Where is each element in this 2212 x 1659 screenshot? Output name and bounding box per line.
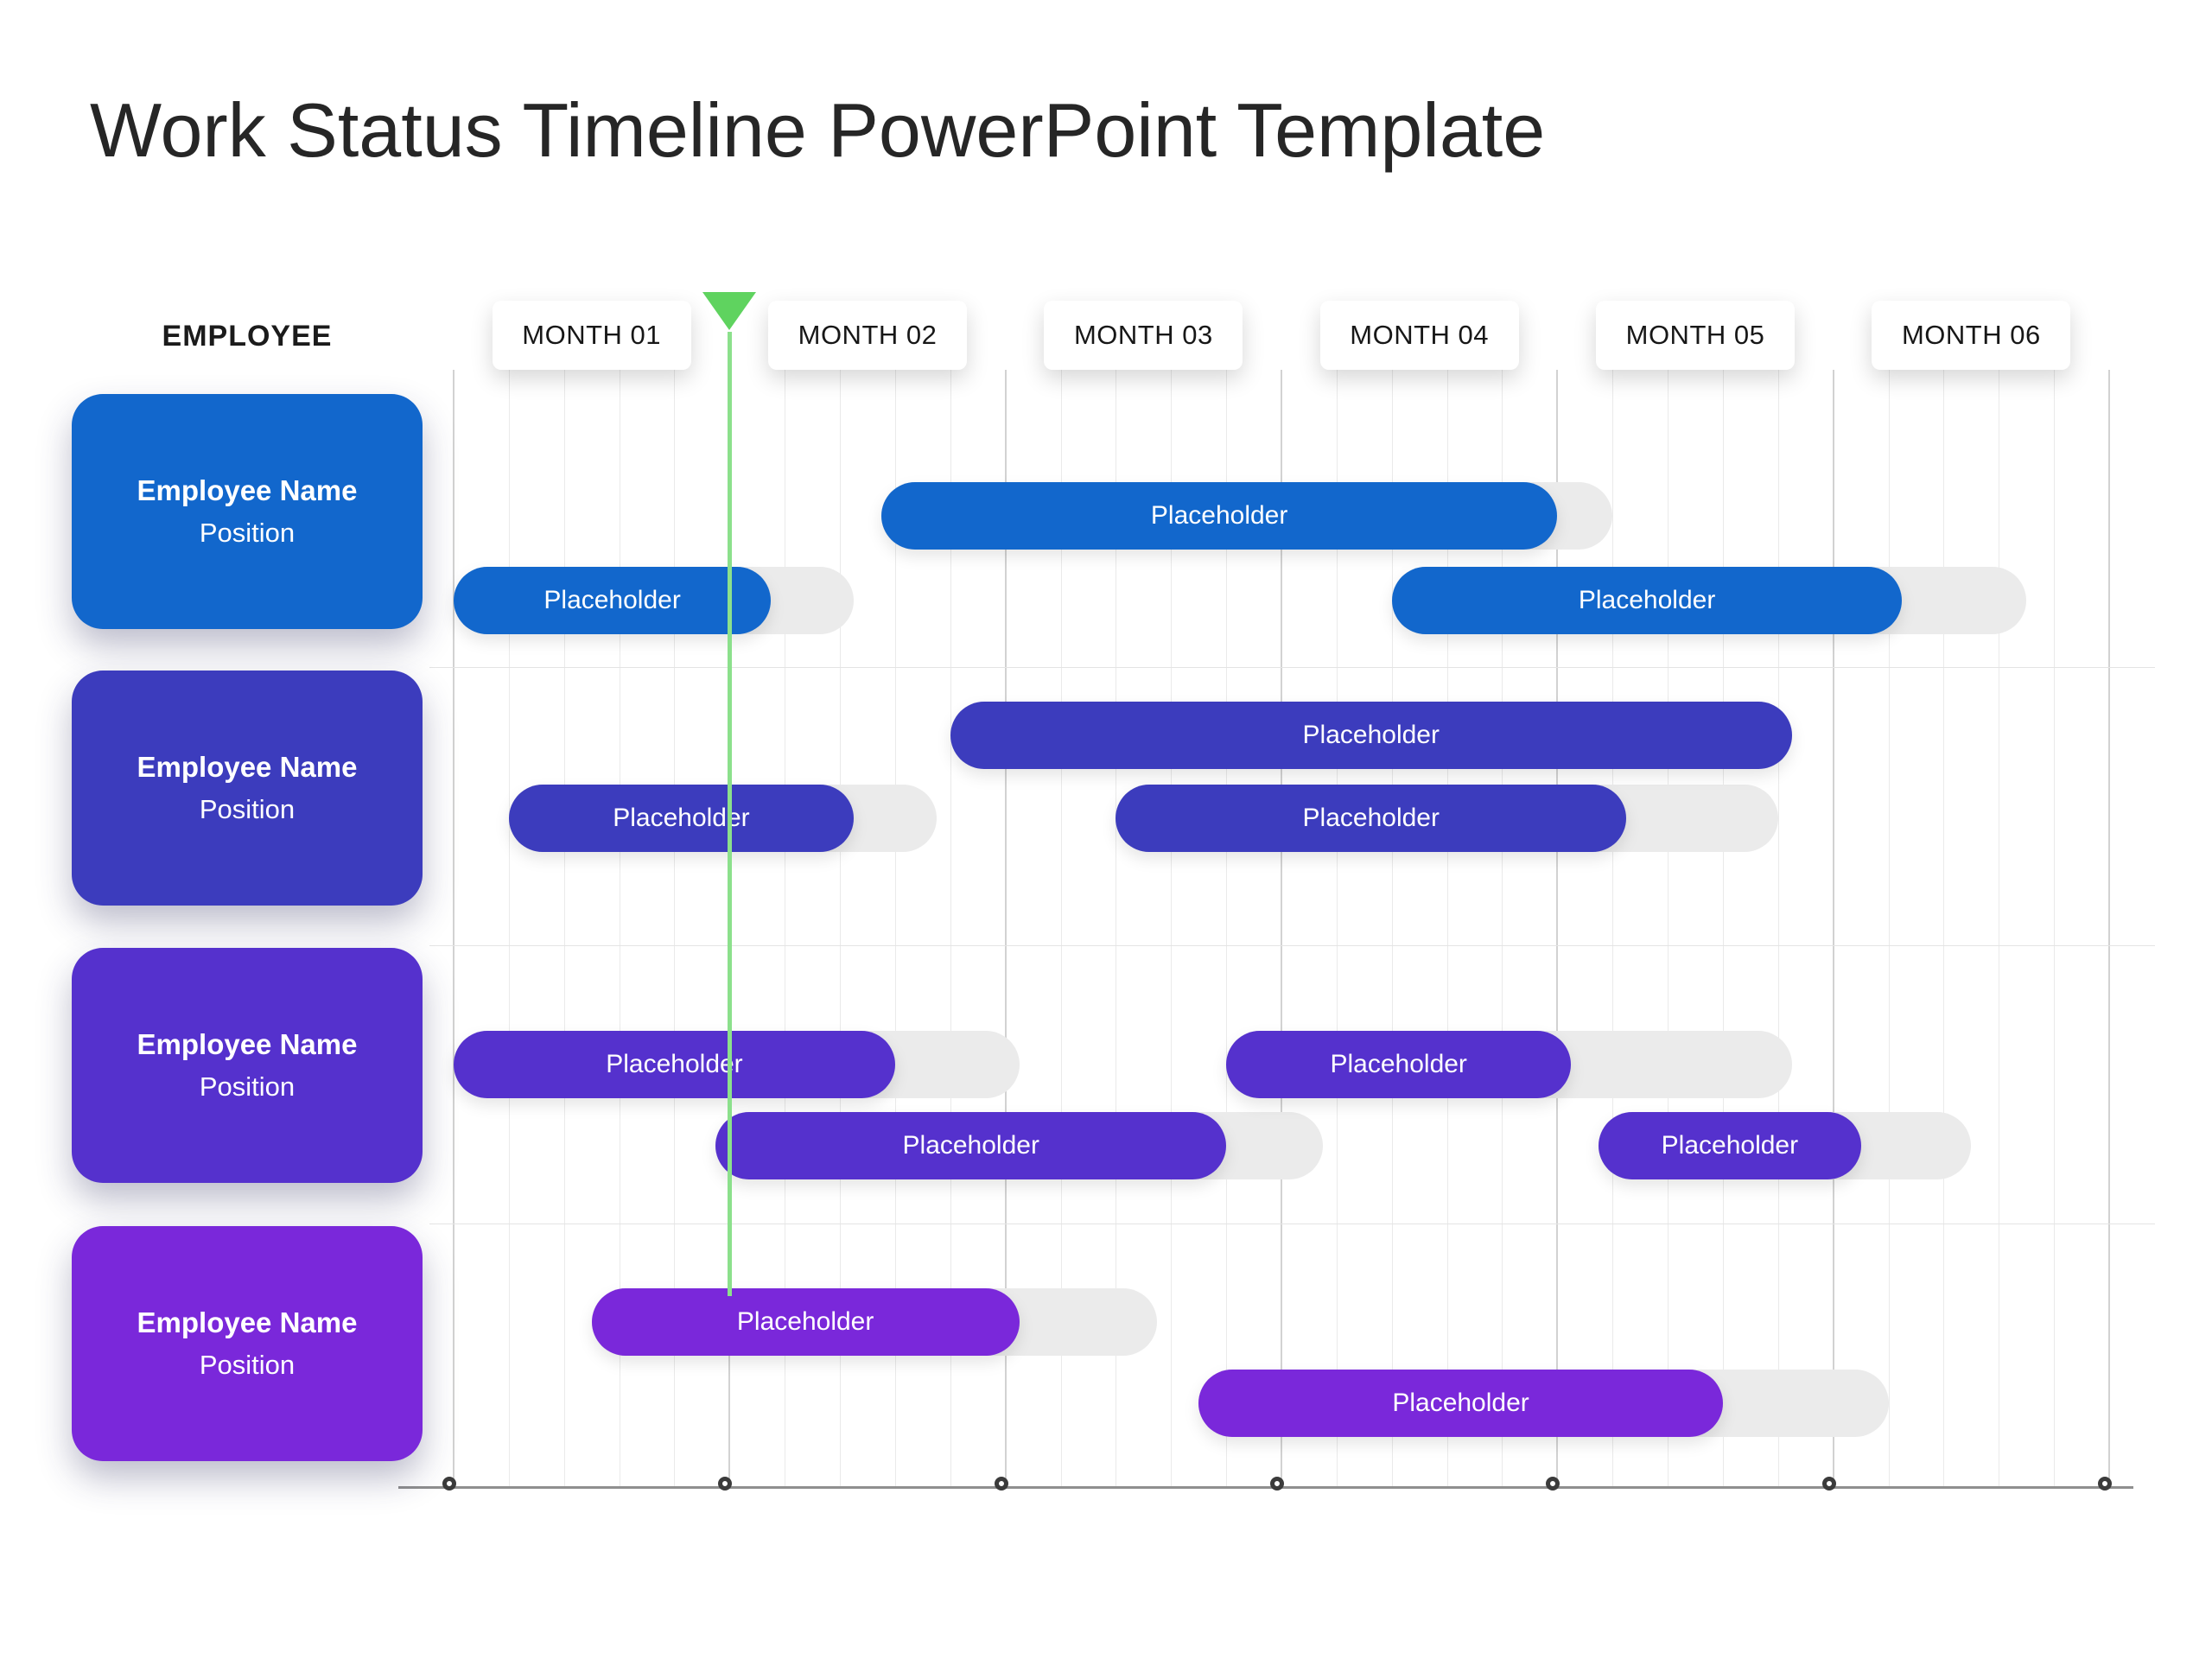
timeline-axis-marker (2098, 1477, 2112, 1491)
row-separator-line (429, 667, 2155, 668)
gantt-bar: Placeholder (1391, 567, 1903, 634)
gantt-bar-label: Placeholder (1302, 721, 1440, 749)
page-title: Work Status Timeline PowerPoint Template (90, 87, 1546, 173)
employee-position: Position (199, 1350, 296, 1380)
grid-minor-line (1612, 370, 1614, 1488)
gantt-bar: Placeholder (1116, 785, 1627, 852)
grid-month-boundary-line (453, 370, 454, 1488)
employee-name: Employee Name (137, 474, 358, 506)
gantt-bar: Placeholder (454, 1031, 895, 1098)
timeline-axis-marker (1270, 1477, 1284, 1491)
gantt-bar-label: Placeholder (613, 804, 750, 832)
grid-month-boundary-line (1556, 370, 1559, 1488)
grid-minor-line (950, 370, 951, 1488)
grid-minor-line (1502, 370, 1503, 1488)
grid-minor-line (508, 370, 510, 1488)
grid-month-boundary-line (1281, 370, 1282, 1488)
employee-position: Position (199, 518, 296, 548)
grid-minor-line (674, 370, 676, 1488)
timeline-axis-line (398, 1486, 2133, 1489)
grid-month-boundary-line (2108, 370, 2110, 1488)
gantt-bar-label: Placeholder (606, 1050, 743, 1078)
grid-minor-line (1060, 370, 1062, 1488)
month-header: MONTH 03 (1044, 301, 1243, 370)
month-header: MONTH 04 (1319, 301, 1519, 370)
gantt-bar-label: Placeholder (1392, 1389, 1529, 1417)
gantt-bar: Placeholder (1198, 1370, 1723, 1437)
timeline-axis-marker (1546, 1477, 1560, 1491)
grid-minor-line (1943, 370, 1945, 1488)
month-header: MONTH 02 (768, 301, 967, 370)
grid-minor-line (1722, 370, 1724, 1488)
grid-month-boundary-line (1832, 370, 1834, 1488)
grid-minor-line (1336, 370, 1338, 1488)
timeline-axis-marker (718, 1477, 733, 1491)
month-header: MONTH 01 (492, 301, 691, 370)
month-header: MONTH 05 (1596, 301, 1795, 370)
gantt-bar-label: Placeholder (902, 1131, 1039, 1160)
gantt-bar: Placeholder (880, 482, 1558, 550)
employee-position: Position (199, 1071, 296, 1102)
grid-minor-line (840, 370, 842, 1488)
row-separator-line (429, 945, 2155, 946)
gantt-bar: Placeholder (1226, 1031, 1572, 1098)
grid-minor-line (1391, 370, 1393, 1488)
grid-minor-line (2054, 370, 2056, 1488)
grid-minor-line (894, 370, 896, 1488)
employee-name: Employee Name (137, 1028, 358, 1060)
gantt-bar: Placeholder (950, 702, 1792, 769)
employee-name: Employee Name (137, 751, 358, 783)
grid-minor-line (1668, 370, 1669, 1488)
grid-minor-line (1446, 370, 1448, 1488)
gantt-bar-label: Placeholder (1150, 501, 1288, 530)
gantt-bar-label: Placeholder (1578, 586, 1716, 614)
timeline-axis-marker (994, 1477, 1008, 1491)
grid-minor-line (1171, 370, 1173, 1488)
grid-month-boundary-line (1004, 370, 1007, 1488)
today-marker-triangle-icon (702, 292, 757, 330)
gantt-bar: Placeholder (508, 785, 855, 852)
gantt-bar-label: Placeholder (1661, 1131, 1799, 1160)
gantt-bar: Placeholder (715, 1112, 1227, 1179)
timeline-axis-marker (1821, 1477, 1836, 1491)
gantt-bar-label: Placeholder (543, 586, 681, 614)
grid-minor-line (1777, 370, 1779, 1488)
timeline-axis-marker (442, 1477, 456, 1491)
gantt-bar-label: Placeholder (1302, 804, 1440, 832)
gantt-bar: Placeholder (1599, 1112, 1861, 1179)
gantt-bar: Placeholder (591, 1288, 1020, 1356)
employee-column-header: EMPLOYEE (162, 320, 333, 353)
grid-minor-line (1888, 370, 1890, 1488)
grid-minor-line (563, 370, 565, 1488)
gantt-bar-label: Placeholder (736, 1307, 874, 1336)
gantt-bar: Placeholder (454, 567, 772, 634)
gantt-bar-label: Placeholder (1330, 1050, 1467, 1078)
grid-minor-line (1226, 370, 1228, 1488)
month-header: MONTH 06 (1872, 301, 2071, 370)
employee-position: Position (199, 794, 296, 824)
today-marker-line (727, 332, 732, 1296)
employee-name: Employee Name (137, 1306, 358, 1338)
